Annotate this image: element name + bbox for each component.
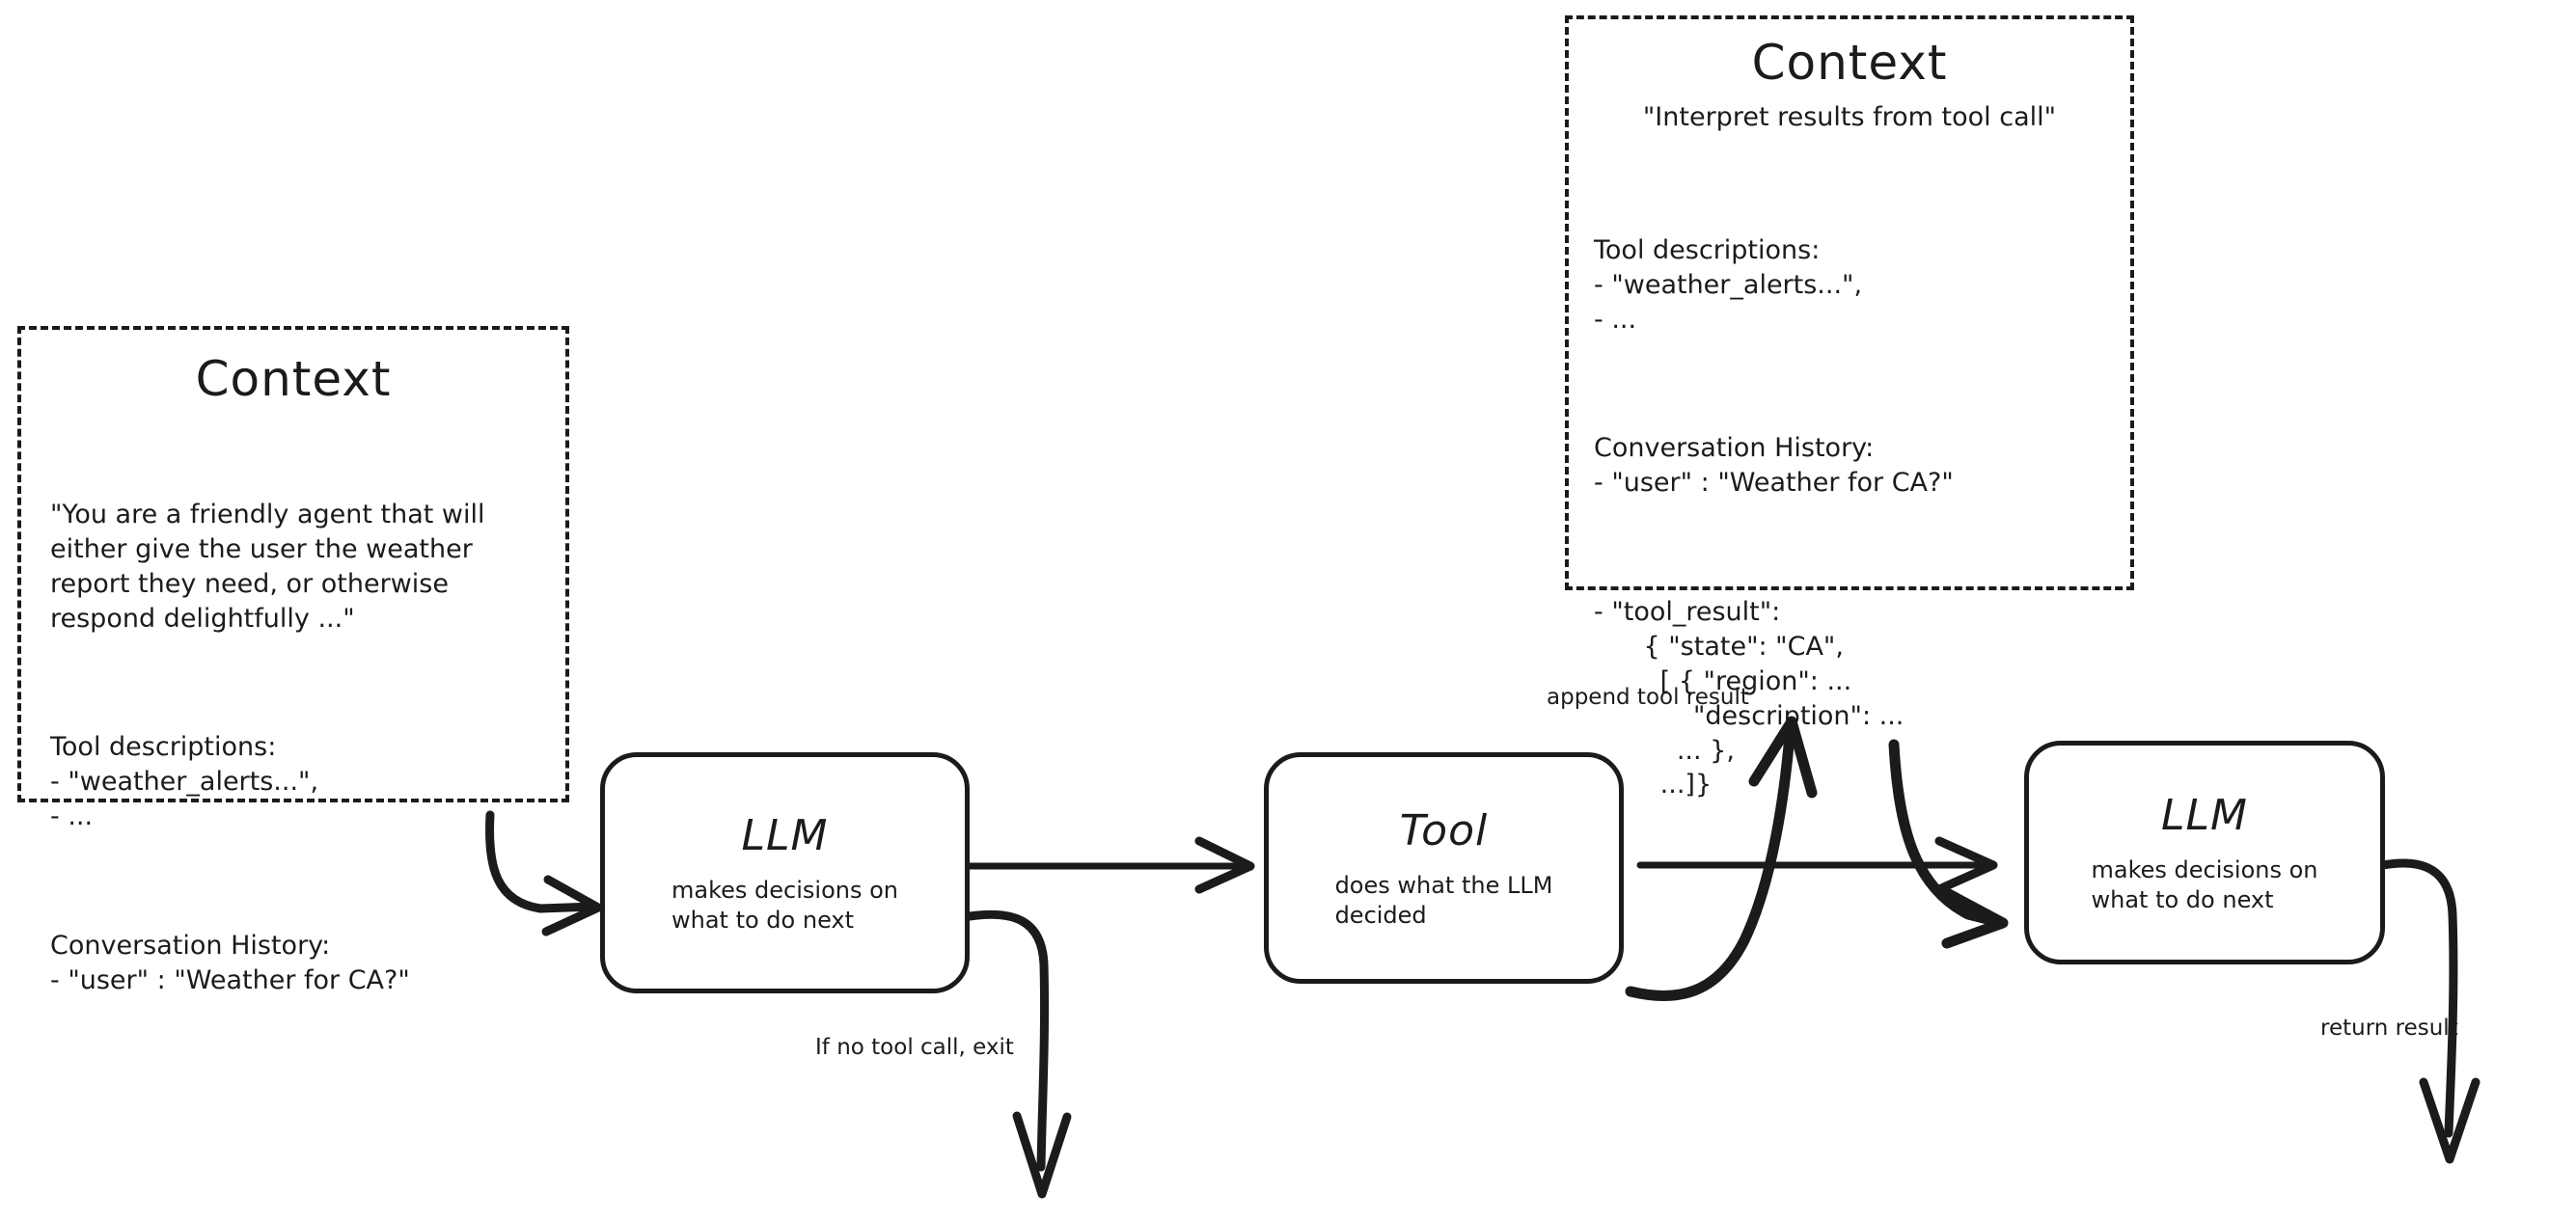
node-llm-second-title: LLM <box>2161 790 2248 840</box>
arrow-context-left-to-llm1-head <box>541 875 603 936</box>
edge-label-return-result: return result <box>2320 1016 2458 1041</box>
node-llm-second-subtitle: makes decisions on what to do next <box>2091 855 2318 913</box>
context-right-tool-result: - "tool_result": { "state": "CA", [ { "r… <box>1594 596 1905 800</box>
node-llm-first-subtitle: makes decisions on what to do next <box>671 876 898 934</box>
arrow-llm2-return-result <box>2378 858 2458 1138</box>
arrow-llm1-exit-head <box>1012 1111 1072 1199</box>
arrow-context-right-to-llm2-head <box>1941 888 2009 949</box>
context-left-body: "You are a friendly agent that will eith… <box>50 428 536 1067</box>
node-llm-first-title: LLM <box>741 810 829 860</box>
context-right-subtitle: "Interpret results from tool call" <box>1642 102 2057 132</box>
node-tool[interactable]: Tool does what the LLM decided <box>1264 752 1624 984</box>
edge-label-if-no-tool-call-exit: If no tool call, exit <box>815 1035 1014 1060</box>
context-left-tool-descriptions: Tool descriptions: - "weather_alerts..."… <box>50 732 319 832</box>
context-right-conversation-history: Conversation History: - "user" : "Weathe… <box>1594 433 1954 499</box>
context-box-right: Context "Interpret results from tool cal… <box>1565 15 2134 800</box>
context-left-conversation-history: Conversation History: - "user" : "Weathe… <box>50 930 410 995</box>
node-tool-subtitle: does what the LLM decided <box>1334 871 1553 929</box>
context-box-left: Context "You are a friendly agent that w… <box>17 326 569 995</box>
context-right-tool-descriptions: Tool descriptions: - "weather_alerts..."… <box>1594 234 1863 335</box>
context-left-title: Context <box>195 351 392 407</box>
node-llm-first[interactable]: LLM makes decisions on what to do next <box>600 752 970 993</box>
context-right-title: Context <box>1751 35 1948 91</box>
node-llm-second[interactable]: LLM makes decisions on what to do next <box>2024 741 2385 964</box>
arrow-llm1-to-tool-head <box>1194 836 1255 894</box>
edge-label-append-tool-result: append tool result <box>1547 685 1749 710</box>
node-tool-title: Tool <box>1399 805 1489 855</box>
context-left-system-prompt: "You are a friendly agent that will eith… <box>50 499 485 634</box>
arrow-llm2-return-result-head <box>2419 1077 2480 1164</box>
context-right-body: Tool descriptions: - "weather_alerts..."… <box>1594 164 2105 872</box>
